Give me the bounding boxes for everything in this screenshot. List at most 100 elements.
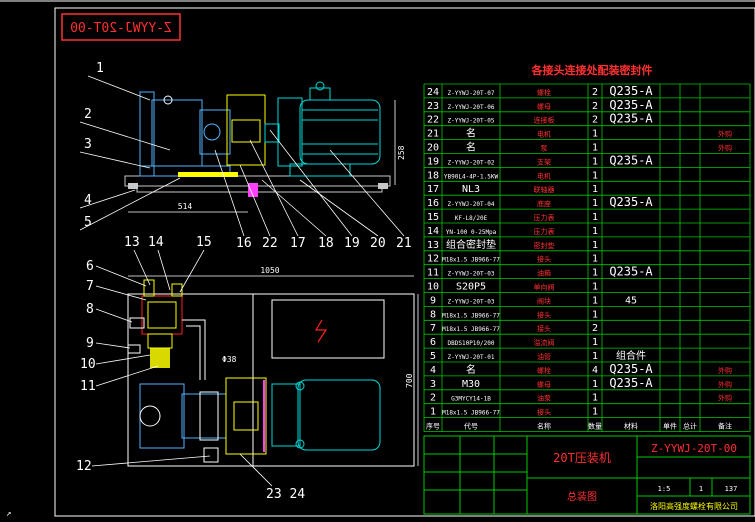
bom-cell-code: G3MYCY14-1B	[451, 396, 491, 403]
top-plate-window	[271, 299, 385, 359]
tb-drawing-no: Z-YYWJ-20T-00	[651, 442, 737, 455]
bom-cell-name: 电机	[537, 171, 551, 180]
bom-cell-no: 23	[427, 101, 439, 112]
pipe-line	[182, 319, 206, 380]
leader-16	[214, 149, 245, 237]
bom-cell-no: 20	[427, 143, 439, 154]
bom-header-cell: 单件	[663, 422, 677, 431]
bom-cell-no: 6	[430, 337, 436, 348]
bom-cell-qty: 2	[592, 87, 598, 98]
bom-cell-no: 15	[427, 212, 439, 223]
dim-front-length: 514	[178, 202, 193, 211]
leader-19	[269, 129, 353, 237]
balloon-10: 10	[80, 357, 96, 372]
balloon-13: 13	[124, 235, 140, 250]
pump-shaft-circle	[203, 123, 221, 141]
bom-cell-material: Q235-A	[609, 195, 653, 209]
bom-cell-name: 油泵	[537, 394, 551, 403]
bom-cell-qty: 1	[592, 129, 598, 140]
bom-cell-code: NL3	[462, 184, 480, 195]
bom-cell-name: 螺母	[537, 102, 551, 111]
motor-top-bolt-2	[295, 439, 305, 449]
coupling-base	[178, 172, 238, 177]
motor-top-body	[297, 379, 381, 451]
leader-5	[79, 177, 181, 231]
balloon-18: 18	[318, 236, 334, 251]
bom-cell-name: 电机	[537, 130, 551, 139]
bom-cell-code: M18x1.5 JB966-77	[442, 312, 500, 319]
balloon-21: 21	[396, 236, 412, 251]
balloon-2: 2	[84, 107, 92, 122]
bom-cell-material: Q235-A	[609, 98, 653, 112]
bom-cell-name: 油管	[537, 352, 551, 361]
leader-18	[261, 179, 327, 237]
bom-cell-no: 22	[427, 115, 439, 126]
bom-cell-qty: 1	[592, 212, 598, 223]
bom-cell-material: Q235-A	[609, 265, 653, 279]
bom-cell-qty: 2	[592, 115, 598, 126]
bom-cell-name: 泵	[541, 145, 548, 153]
bom-cell-qty: 1	[592, 282, 598, 293]
pump-neck	[199, 109, 231, 155]
electric-symbol	[314, 319, 328, 343]
bom-cell-name: 阀块	[537, 296, 551, 305]
leader-20	[299, 179, 379, 237]
pump-fitting	[163, 95, 173, 105]
bom-cell-code: Z-YYWJ-20T-03	[448, 271, 495, 278]
bom-cell-no: 13	[427, 240, 439, 251]
leader-22	[239, 164, 271, 237]
bom-cell-name: 接头	[537, 408, 551, 417]
bom-cell-qty: 1	[592, 226, 598, 237]
bom-cell-material: Q235-A	[609, 112, 653, 126]
bom-cell-material: Q235-A	[609, 362, 653, 376]
tb-weight: 137	[725, 485, 738, 493]
foot-left	[128, 183, 138, 189]
bom-cell-qty: 1	[592, 143, 598, 154]
cursor-mark: ↗	[6, 509, 11, 519]
tb-drawing-name: 总装图	[567, 490, 597, 503]
bom-cell-no: 24	[427, 87, 439, 98]
tb-scale: 1:5	[658, 485, 671, 493]
bom-cell-qty: 1	[592, 170, 598, 181]
balloon-8: 8	[86, 302, 94, 317]
bom-cell-qty: 1	[592, 309, 598, 320]
bom-cell-name: 接头	[537, 324, 551, 333]
leader-10	[95, 354, 151, 365]
motor-eyebolt	[315, 81, 325, 91]
bom-cell-name: 支架	[537, 157, 551, 166]
leader-7	[95, 285, 147, 301]
tb-product: 20T压装机	[553, 451, 611, 465]
balloon-6: 6	[86, 259, 94, 274]
bom-cell-qty: 2	[592, 101, 598, 112]
inlet-fitting	[129, 317, 145, 329]
bom-cell-no: 4	[430, 365, 436, 376]
balloon-11: 11	[80, 379, 96, 394]
balloon-14: 14	[148, 235, 164, 250]
balloon-9: 9	[86, 336, 94, 351]
bom-cell-name: 螺栓	[537, 88, 551, 97]
bom-cell-note: 外购	[718, 394, 732, 403]
bom-cell-qty: 1	[592, 393, 598, 404]
bom-cell-no: 19	[427, 156, 439, 167]
bom-cell-material: 组合件	[616, 349, 646, 362]
bom-cell-code: 名	[466, 141, 476, 154]
leader-3	[79, 151, 151, 169]
pump-top-foot	[203, 447, 219, 463]
bom-cell-name: 底座	[537, 199, 551, 208]
bom-cell-code: DBDS10P10/200	[448, 340, 495, 347]
bom-cell-code: 组合密封垫	[446, 238, 496, 251]
bom-cell-no: 10	[427, 282, 439, 293]
bom-header-cell: 总计	[683, 422, 697, 431]
bom-cell-qty: 1	[592, 268, 598, 279]
bom-cell-qty: 1	[592, 337, 598, 348]
bom-cell-note: 外购	[718, 366, 732, 375]
pump-top-port	[139, 405, 161, 427]
leader-14	[157, 249, 171, 291]
bom-cell-code: Z-YYWJ-20T-05	[448, 118, 495, 125]
leader-12	[91, 455, 211, 467]
bom-cell-qty: 1	[592, 198, 598, 209]
bom-cell-no: 16	[427, 198, 439, 209]
leader-6	[95, 265, 147, 287]
